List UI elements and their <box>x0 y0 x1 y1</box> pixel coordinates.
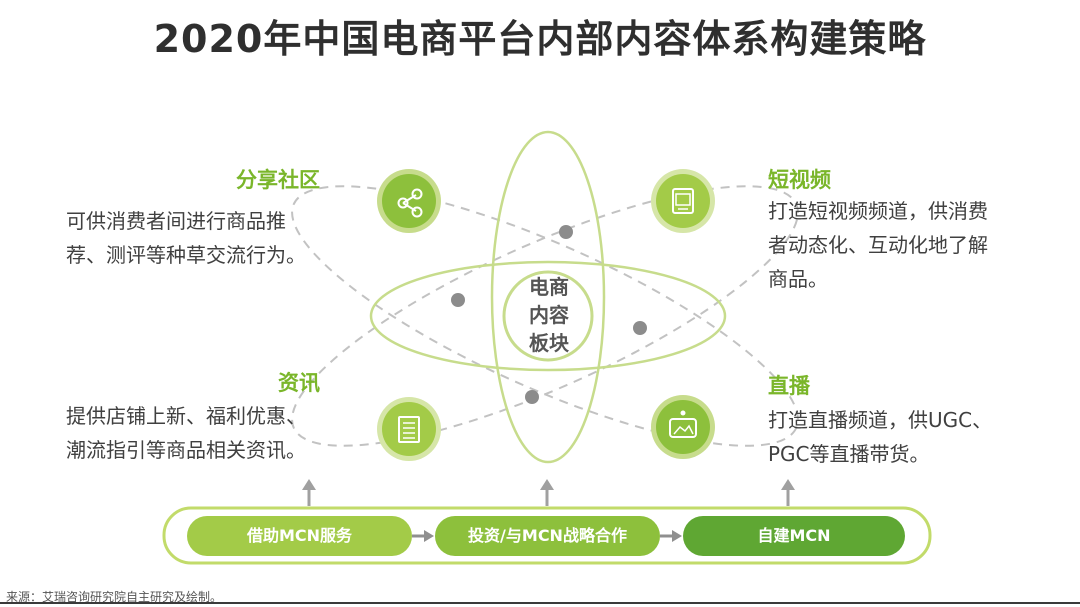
orbit-dashed-1 <box>291 185 799 447</box>
live-stream-icon <box>651 395 715 459</box>
section-desc-info: 提供店铺上新、福利优惠、 潮流指引等商品相关资讯。 <box>66 399 366 467</box>
desc-line: 打造直播频道，供UGC、 <box>768 408 993 432</box>
desc-line: 打造短视频频道，供消费 <box>768 199 988 223</box>
center-label-line: 内容 <box>529 303 569 327</box>
orbit-horizontal <box>369 260 727 372</box>
document-icon <box>377 397 441 461</box>
stage-self-built-mcn: 自建MCN <box>683 516 905 556</box>
center-ring <box>502 270 594 362</box>
orbit-dot <box>451 293 465 307</box>
divider <box>0 602 1080 604</box>
desc-line: 荐、测评等种草交流行为。 <box>66 243 306 267</box>
center-label-line: 电商 <box>529 275 569 299</box>
section-title-short-video: 短视频 <box>768 168 831 192</box>
stage-mcn-service: 借助MCN服务 <box>187 516 412 556</box>
source-note: 来源：艾瑞咨询研究院自主研究及绘制。 <box>6 590 223 604</box>
arrow-right-icon <box>412 530 434 542</box>
arrow-up-icon <box>540 479 554 506</box>
section-title-live: 直播 <box>768 374 810 398</box>
orbit-dot <box>525 390 539 404</box>
orbit-dashed-2 <box>291 185 799 447</box>
section-title-info: 资讯 <box>278 371 320 395</box>
desc-line: 可供消费者间进行商品推 <box>66 209 286 233</box>
desc-line: 商品。 <box>768 267 828 291</box>
desc-line: 提供店铺上新、福利优惠、 <box>66 404 306 428</box>
orbit-dot <box>633 321 647 335</box>
orbit-dot <box>559 225 573 239</box>
arrow-right-icon <box>660 530 682 542</box>
title-bar <box>0 0 1080 74</box>
page-title: 2020年中国电商平台内部内容体系构建策略 <box>153 17 927 61</box>
arrow-up-icon <box>781 479 795 506</box>
arrow-up-icon <box>302 479 316 506</box>
stage-mcn-investment: 投资/与MCN战略合作 <box>435 516 660 556</box>
share-icon <box>377 169 441 233</box>
desc-line: PGC等直播带货。 <box>768 442 930 466</box>
section-desc-short-video: 打造短视频频道，供消费 者动态化、互动化地了解 商品。 <box>768 194 1068 296</box>
video-icon <box>651 169 715 233</box>
section-desc-community: 可供消费者间进行商品推 荐、测评等种草交流行为。 <box>66 204 366 272</box>
orbit-vertical <box>490 130 606 464</box>
section-title-community: 分享社区 <box>236 168 320 192</box>
center-label: 电商 内容 板块 <box>514 273 584 357</box>
desc-line: 者动态化、互动化地了解 <box>768 233 988 257</box>
center-label-line: 板块 <box>529 331 569 355</box>
section-desc-live: 打造直播频道，供UGC、 PGC等直播带货。 <box>768 403 1068 471</box>
desc-line: 潮流指引等商品相关资讯。 <box>66 438 306 462</box>
